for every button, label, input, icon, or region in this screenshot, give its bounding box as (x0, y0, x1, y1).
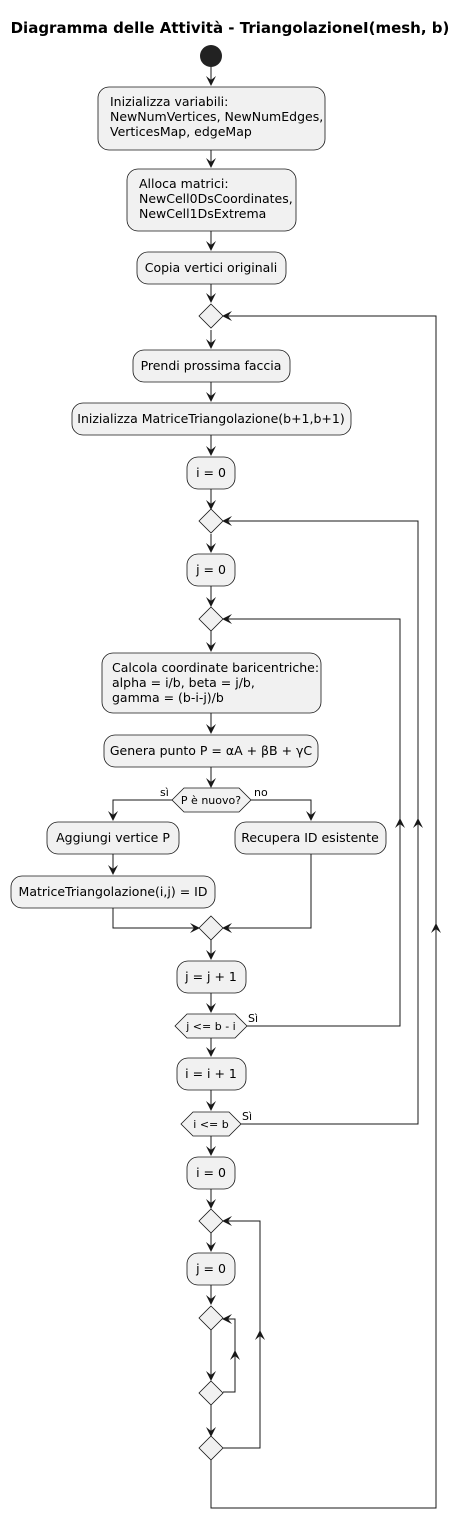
action-init-triangulation-matrix: Inizializza MatriceTriangolazione(b+1,b+… (71, 402, 352, 436)
action-j-increment: j = j + 1 (176, 960, 247, 994)
decision-p-is-new: P è nuovo? (171, 787, 252, 813)
decision-diamond-lower-inner (198, 1380, 224, 1406)
decision-diamond-lower-outer (198, 1435, 224, 1461)
svg-text:P è nuovo?: P è nuovo? (181, 794, 241, 807)
svg-text:alpha = i/b, beta = j/b,: alpha = i/b, beta = j/b, (112, 675, 255, 690)
start-node (200, 45, 222, 67)
edge-label-i-loop-yes: Sì (242, 1110, 252, 1123)
edge-label-j-loop-yes: Sì (248, 1012, 258, 1025)
svg-text:j = 0: j = 0 (195, 562, 226, 577)
action-add-vertex: Aggiungi vertice P (46, 821, 180, 855)
diagram-title: Diagramma delle Attività - Triangolazion… (11, 19, 450, 37)
svg-text:Inizializza MatriceTriangolazi: Inizializza MatriceTriangolazione(b+1,b+… (77, 411, 344, 426)
action-j-zero: j = 0 (186, 553, 236, 587)
svg-text:gamma = (b-i-j)/b: gamma = (b-i-j)/b (112, 690, 224, 705)
svg-text:Alloca matrici:: Alloca matrici: (139, 176, 229, 191)
decision-j-condition: j <= b - i (174, 1013, 248, 1039)
action-alloc-matrices: Alloca matrici: NewCell0DsCoordinates, N… (126, 168, 297, 232)
edge-label-no-branch: no (254, 786, 268, 799)
svg-text:Inizializza variabili:: Inizializza variabili: (110, 94, 228, 109)
svg-text:i = i + 1: i = i + 1 (185, 1066, 237, 1081)
svg-text:NewNumVertices, NewNumEdges,: NewNumVertices, NewNumEdges, (110, 109, 323, 124)
svg-text:NewCell0DsCoordinates,: NewCell0DsCoordinates, (139, 191, 293, 206)
action-i-zero-second: i = 0 (186, 1156, 236, 1190)
action-set-matrix-id: MatriceTriangolazione(i,j) = ID (10, 875, 216, 909)
svg-text:MatriceTriangolazione(i,j) = I: MatriceTriangolazione(i,j) = ID (19, 884, 208, 899)
svg-text:VerticesMap, edgeMap: VerticesMap, edgeMap (110, 124, 252, 139)
svg-text:i = 0: i = 0 (196, 465, 226, 480)
action-i-increment: i = i + 1 (176, 1057, 247, 1091)
merge-diamond-face-loop (198, 303, 224, 329)
edge-label-yes-branch: sì (160, 786, 169, 799)
merge-diamond-j-loop (198, 606, 224, 632)
merge-diamond-lower-outer (198, 1208, 224, 1234)
svg-text:Prendi prossima faccia: Prendi prossima faccia (141, 358, 282, 373)
action-init-variables: Inizializza variabili: NewNumVertices, N… (97, 86, 326, 151)
svg-text:NewCell1DsExtrema: NewCell1DsExtrema (139, 206, 266, 221)
svg-text:Calcola coordinate baricentric: Calcola coordinate baricentriche: (112, 660, 319, 675)
merge-diamond-lower-inner (198, 1305, 224, 1331)
svg-text:Aggiungi vertice P: Aggiungi vertice P (56, 830, 170, 845)
arrowheads (108, 76, 441, 1437)
action-j-zero-second: j = 0 (186, 1252, 236, 1286)
svg-text:i <= b: i <= b (193, 1118, 228, 1131)
action-generate-point: Genera punto P = αA + βB + γC (103, 734, 319, 768)
decision-i-condition: i <= b (180, 1111, 242, 1137)
action-copy-vertices: Copia vertici originali (136, 251, 287, 285)
svg-text:j = j + 1: j = j + 1 (184, 969, 237, 984)
svg-text:i = 0: i = 0 (196, 1165, 226, 1180)
svg-text:j = 0: j = 0 (195, 1261, 226, 1276)
svg-text:Copia vertici originali: Copia vertici originali (145, 260, 278, 275)
action-next-face: Prendi prossima faccia (132, 349, 291, 383)
svg-text:j <= b - i: j <= b - i (185, 1020, 235, 1033)
action-barycentric-coords: Calcola coordinate baricentriche: alpha … (101, 652, 322, 714)
merge-diamond-i-loop (198, 508, 224, 534)
svg-text:Genera punto P = αA + βB + γC: Genera punto P = αA + βB + γC (110, 743, 313, 758)
action-get-existing-id: Recupera ID esistente (234, 821, 387, 855)
svg-text:Recupera ID esistente: Recupera ID esistente (241, 830, 379, 845)
action-i-zero: i = 0 (186, 456, 236, 490)
merge-diamond-branch-join (198, 915, 224, 941)
